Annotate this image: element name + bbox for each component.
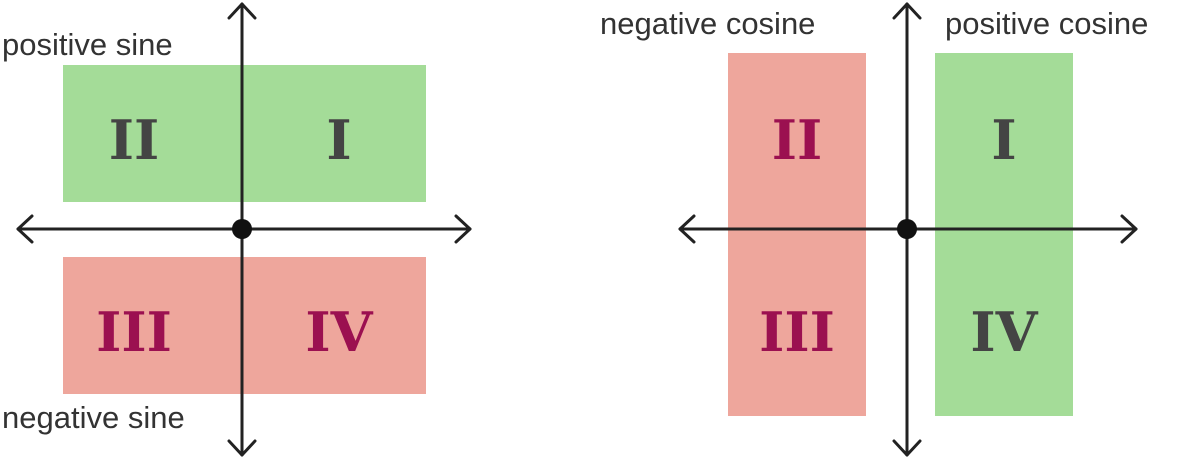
sine-origin-dot <box>232 219 252 239</box>
sine-quadrant-3-label: III <box>96 300 172 364</box>
cosine-x-axis-left-arrow <box>678 214 696 244</box>
positive-cosine-label: positive cosine <box>945 6 1148 41</box>
sine-quadrant-2-label: II <box>109 108 160 172</box>
negative-cosine-label: negative cosine <box>600 6 815 41</box>
positive-sine-label: positive sine <box>2 27 173 62</box>
sine-quadrant-4-label: IV <box>305 300 373 364</box>
sine-x-axis-right-arrow <box>454 214 472 244</box>
cosine-quadrant-2-label: II <box>772 108 823 172</box>
positive-cosine-region <box>935 53 1073 416</box>
sine-x-axis-left-arrow <box>16 214 34 244</box>
cosine-diagram: II I III IV negative cosine positive cos… <box>600 2 1148 457</box>
cosine-quadrant-1-label: I <box>991 108 1016 172</box>
negative-sine-label: negative sine <box>2 400 185 435</box>
cosine-y-axis-top-arrow <box>892 2 922 20</box>
sine-diagram: II I III IV positive sine negative sine <box>2 2 472 457</box>
sine-y-axis-bottom-arrow <box>227 439 257 457</box>
cosine-quadrant-4-label: IV <box>970 300 1038 364</box>
cosine-x-axis-right-arrow <box>1120 214 1138 244</box>
cosine-quadrant-3-label: III <box>759 300 835 364</box>
sine-quadrant-1-label: I <box>326 108 351 172</box>
cosine-origin-dot <box>897 219 917 239</box>
positive-sine-region <box>63 65 426 202</box>
cosine-y-axis-bottom-arrow <box>892 439 922 457</box>
sine-y-axis-top-arrow <box>227 2 257 20</box>
negative-cosine-region <box>728 53 866 416</box>
negative-sine-region <box>63 257 426 394</box>
